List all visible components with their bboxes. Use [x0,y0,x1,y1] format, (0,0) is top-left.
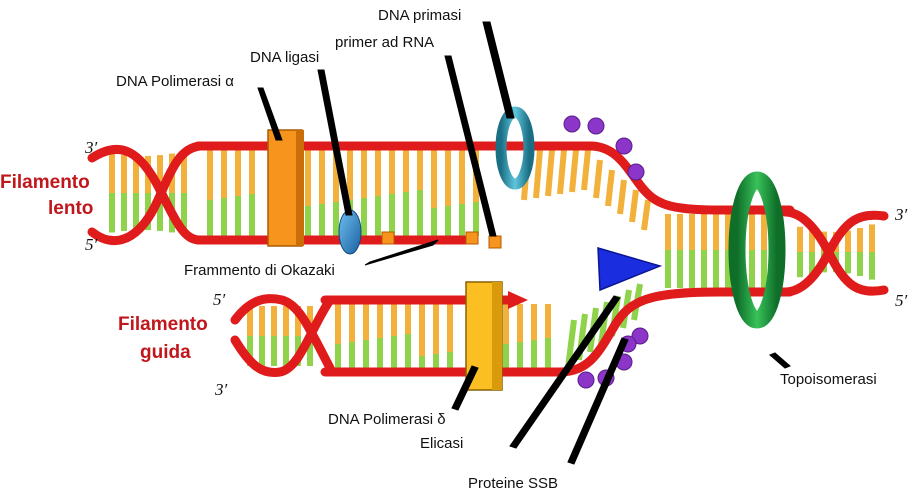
ssb-protein [563,115,581,133]
ssb-protein [631,327,649,345]
label-filamento-guida-2: guida [140,342,191,363]
base-pair [629,189,639,223]
base-pair [641,199,651,231]
dna-polymerase-alpha [267,129,304,247]
parental-helix-right [780,207,889,297]
helicase [597,246,663,292]
ssb-protein [627,163,645,181]
label-filamento-lento-1: Filamento [0,172,90,193]
end-label-right-3: 3′ [894,205,908,224]
base-pair [605,169,615,207]
dna-ligase [338,209,362,255]
end-label-right-5: 5′ [895,291,908,310]
base-pair [593,159,603,199]
leading-helix-left [230,294,335,377]
ssb-protein [615,137,633,155]
lagging-template-backbone [193,141,795,215]
ssb-protein [587,117,605,135]
lagging-helix-left [87,141,205,246]
label-dna-ligasi: DNA ligasi [250,49,319,66]
base-pair [581,149,591,191]
base-pair [533,149,543,199]
pointer-lines [257,21,791,465]
end-label-top-5: 5′ [85,235,98,254]
label-dna-polimerasi-delta: DNA Polimerasi δ [328,411,446,428]
end-label-top-3: 3′ [84,138,98,157]
label-frammento-okazaki: Frammento di Okazaki [184,262,335,279]
label-proteine-ssb: Proteine SSB [468,475,558,492]
ssb-protein [577,371,595,389]
topoisomerase [728,171,786,329]
base-pair [565,319,577,369]
base-pair [569,149,579,193]
base-pairs [109,149,875,369]
label-primer-rna: primer ad RNA [335,34,434,51]
base-pair [545,149,555,197]
label-topoisomerasi: Topoisomerasi [780,371,877,388]
base-pair [617,179,627,215]
base-pair [557,149,567,195]
label-dna-primasi: DNA primasi [378,7,461,24]
label-elicasi: Elicasi [420,435,463,452]
label-dna-polimerasi-alpha: DNA Polimerasi α [116,73,234,90]
label-filamento-guida-1: Filamento [118,314,208,335]
label-filamento-lento-2: lento [48,198,93,219]
end-label-bottom-3: 3′ [214,380,228,399]
dna-primase [495,106,535,190]
end-label-bottom-5: 5′ [213,290,226,309]
